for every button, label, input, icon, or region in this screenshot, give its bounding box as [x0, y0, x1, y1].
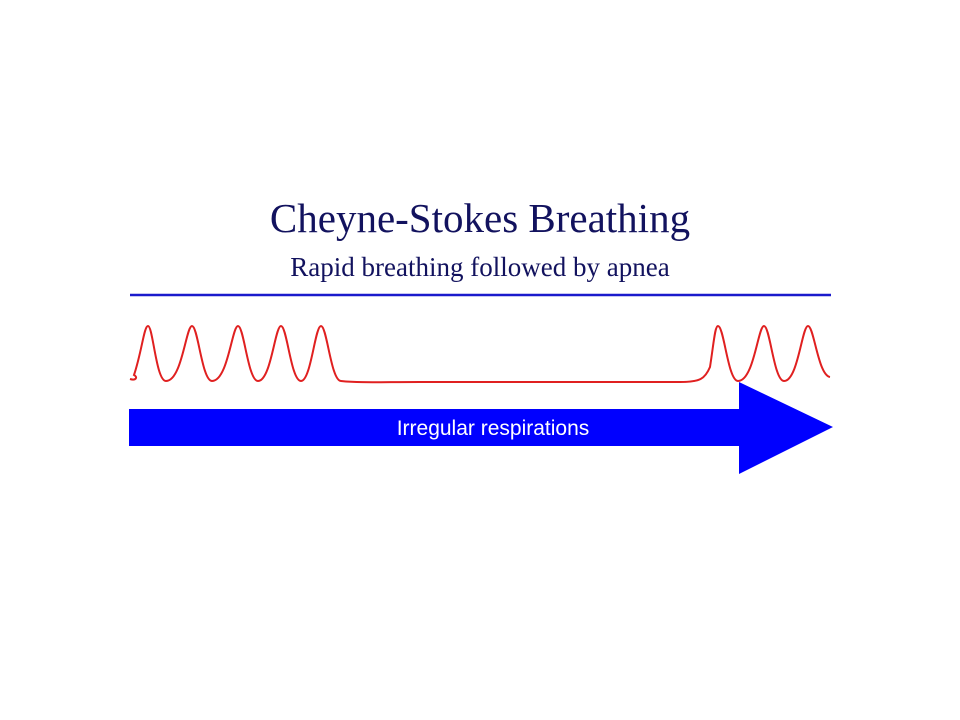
arrow-label: Irregular respirations	[397, 417, 590, 440]
slide-title: Cheyne-Stokes Breathing	[269, 195, 691, 241]
time-arrow	[129, 382, 833, 474]
breathing-waveform	[129, 324, 831, 384]
slide-subtitle: Rapid breathing followed by apnea	[290, 252, 670, 282]
